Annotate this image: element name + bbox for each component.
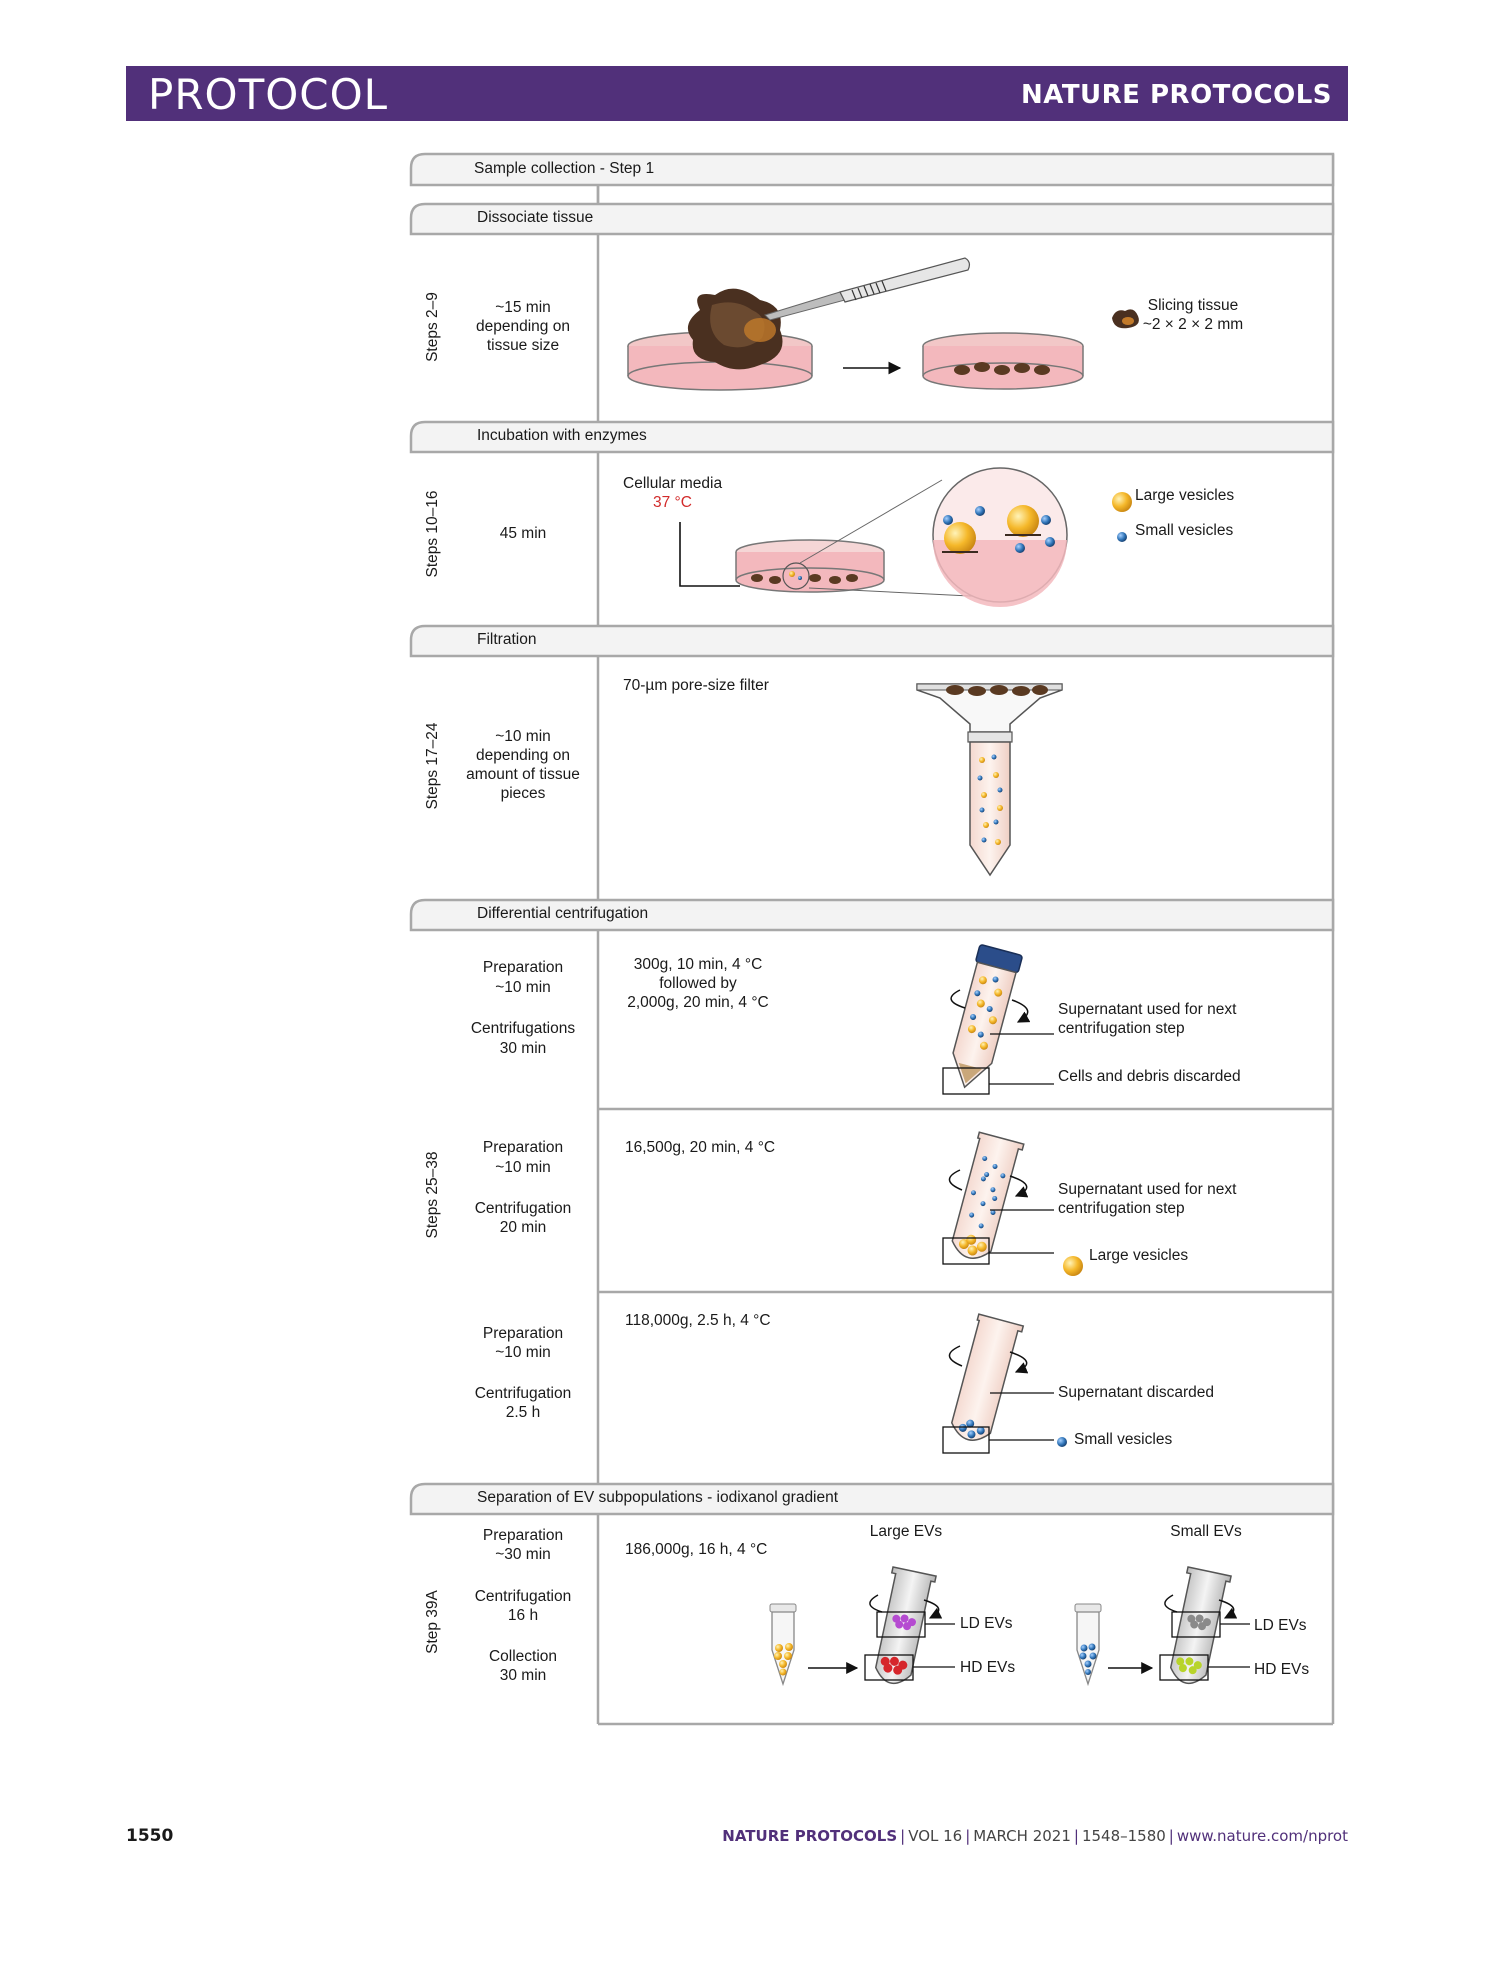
media-label: Cellular media <box>623 475 723 492</box>
time-line: Centrifugation <box>474 1588 572 1605</box>
label-small-evs: Small EVs <box>1170 1523 1242 1540</box>
tab-dissociate-tissue: Dissociate tissue <box>477 209 594 226</box>
condition-line: followed by <box>659 975 737 992</box>
media-pointer <box>679 522 740 587</box>
time-line: pieces <box>500 785 546 802</box>
large-vesicle-icon-2 <box>1063 1256 1083 1276</box>
time-line: Collection <box>488 1648 558 1665</box>
condition-line: 16,500g, 20 min, 4 °C <box>625 1139 776 1156</box>
condition-line: 2,000g, 20 min, 4 °C <box>627 994 769 1011</box>
footer-url[interactable]: www.nature.com/nprot <box>1176 1827 1348 1845</box>
time-line: 45 min <box>499 525 547 542</box>
legend-slicing: Slicing tissue <box>1147 297 1239 314</box>
label-hd-evs: HD EVs <box>1254 1661 1310 1678</box>
prep-line: ~10 min <box>495 1159 551 1176</box>
footer-date: MARCH 2021 <box>973 1827 1071 1845</box>
prep-line: Preparation <box>482 1139 564 1156</box>
time-line: tissue size <box>486 337 560 354</box>
cent-line: 2.5 h <box>505 1404 541 1421</box>
label-ld-evs: LD EVs <box>1254 1617 1307 1634</box>
time-line: ~15 min <box>495 299 551 316</box>
steps-label-filtration: Steps 17–24 <box>424 722 441 810</box>
time-line: 30 min <box>499 1667 547 1684</box>
centrifuge-tube-1 <box>952 944 1023 1089</box>
petri-dish-tissue <box>627 257 971 391</box>
centrifuge-tube-3 <box>950 1313 1025 1441</box>
prep-line: Preparation <box>482 1325 564 1342</box>
cent-line: Centrifugations <box>470 1020 576 1037</box>
temperature-label: 37 °C <box>653 494 692 511</box>
steps-label-dissociate: Steps 2–9 <box>424 292 441 362</box>
journal-label: NATURE PROTOCOLS <box>1020 80 1332 110</box>
label-hd-evs: HD EVs <box>960 1659 1016 1676</box>
filter-funnel <box>916 683 1063 877</box>
petri-dish-incubation <box>735 539 885 593</box>
cent-line: Centrifugation <box>474 1200 572 1217</box>
page-number: 1550 <box>126 1826 174 1846</box>
protocol-figure: Sample collection - Step 1 Dissociate ti… <box>409 152 1335 1726</box>
steps-label-ev-separation: Step 39A <box>424 1590 441 1654</box>
footer-citation: NATURE PROTOCOLS|VOL 16|MARCH 2021|1548–… <box>722 1827 1348 1845</box>
figure-graphics <box>409 152 1335 1726</box>
petri-dish-sliced <box>922 332 1084 390</box>
time-line: depending on <box>476 747 570 764</box>
steps-label-incubation: Steps 10–16 <box>424 490 441 578</box>
annotation-supernatant: Supernatant used for next <box>1058 1001 1237 1018</box>
centrifuge-tube-2 <box>951 1131 1025 1260</box>
time-line: Preparation <box>482 1527 564 1544</box>
annotation-supernatant: centrifugation step <box>1058 1200 1185 1217</box>
tab-filtration: Filtration <box>477 631 537 648</box>
cent-line: 20 min <box>499 1219 547 1236</box>
time-line: depending on <box>476 318 570 335</box>
small-vesicle-icon-2 <box>1057 1437 1067 1447</box>
large-vesicle-icon <box>1112 492 1132 512</box>
legend-large-vesicles: Large vesicles <box>1135 487 1235 504</box>
tab-ev-separation: Separation of EV subpopulations - iodixa… <box>477 1489 839 1506</box>
footer-volume: VOL 16 <box>908 1827 963 1845</box>
zoom-magnifier <box>932 467 1068 607</box>
legend-small-vesicles: Small vesicles <box>1135 522 1234 539</box>
cent-line: 30 min <box>499 1040 547 1057</box>
annotation-supernatant: Supernatant used for next <box>1058 1181 1237 1198</box>
eppendorf-large <box>769 1603 797 1687</box>
section-tabs <box>409 152 1335 1516</box>
prep-line: ~10 min <box>495 979 551 996</box>
annotation-small-vesicles: Small vesicles <box>1074 1431 1173 1448</box>
eppendorf-small <box>1074 1603 1102 1687</box>
annotation-cells-debris: Cells and debris discarded <box>1058 1068 1241 1085</box>
steps-label-centrifugation: Steps 25–38 <box>424 1151 441 1239</box>
tissue-piece-icon <box>1112 309 1139 329</box>
footer-pages: 1548–1580 <box>1081 1827 1166 1845</box>
time-line: ~10 min <box>495 728 551 745</box>
gradient-tube-small <box>1169 1566 1232 1684</box>
time-line: 16 h <box>507 1607 539 1624</box>
cent-line: Centrifugation <box>474 1385 572 1402</box>
condition-line: 186,000g, 16 h, 4 °C <box>625 1541 768 1558</box>
annotation-supernatant: centrifugation step <box>1058 1020 1185 1037</box>
gradient-tube-large <box>874 1566 937 1684</box>
small-vesicle-icon <box>1117 532 1127 542</box>
prep-line: ~10 min <box>495 1344 551 1361</box>
section-label: PROTOCOL <box>148 70 389 119</box>
label-ld-evs: LD EVs <box>960 1615 1013 1632</box>
tab-differential-centrifugation: Differential centrifugation <box>477 905 649 922</box>
tab-sample-collection: Sample collection - Step 1 <box>474 160 655 177</box>
filter-label: 70-µm pore-size filter <box>623 677 769 694</box>
prep-line: Preparation <box>482 959 564 976</box>
condition-line: 118,000g, 2.5 h, 4 °C <box>625 1312 771 1329</box>
condition-line: 300g, 10 min, 4 °C <box>633 956 763 973</box>
annotation-large-vesicles: Large vesicles <box>1089 1247 1189 1264</box>
time-line: ~30 min <box>495 1546 551 1563</box>
header-banner: PROTOCOL NATURE PROTOCOLS <box>126 66 1348 121</box>
tab-incubation: Incubation with enzymes <box>477 427 647 444</box>
label-large-evs: Large EVs <box>869 1523 943 1540</box>
footer-journal: NATURE PROTOCOLS <box>722 1827 898 1845</box>
legend-slice-size: ~2 × 2 × 2 mm <box>1142 316 1244 333</box>
time-line: amount of tissue <box>466 766 580 783</box>
annotation-supernatant-discarded: Supernatant discarded <box>1058 1384 1214 1401</box>
